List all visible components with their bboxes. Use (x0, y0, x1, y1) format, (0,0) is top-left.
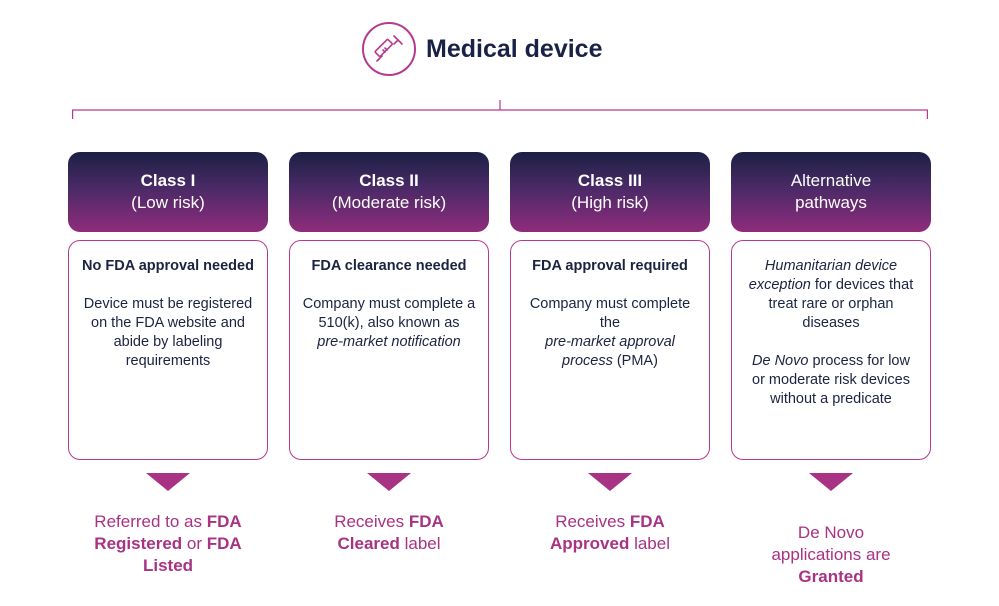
header-title: Class II (359, 171, 419, 190)
card-body-italic: pre-market approval process (545, 334, 675, 369)
result-emphasis: FDA Registered (94, 512, 242, 553)
triangle-down-icon (809, 473, 853, 491)
card-body: Company must complete the pre-market app… (523, 295, 697, 371)
column-card: Humanitarian device exception for device… (731, 240, 931, 460)
card-body-italic: pre-market notification (317, 334, 461, 350)
card-body-tail: (PMA) (612, 353, 658, 369)
header-subtitle: (Moderate risk) (331, 193, 447, 212)
column-class-3: Class III (High risk) FDA approval requi… (510, 152, 710, 460)
bracket-connector (72, 100, 928, 119)
card-body-text: process for low or moderate risk devices… (752, 353, 910, 407)
card-heading: No FDA approval needed (82, 258, 254, 274)
triangle-down-icon (367, 473, 411, 491)
column-card: FDA clearance needed Company must comple… (289, 240, 489, 460)
card-paragraph-2: De Novo process for low or moderate risk… (744, 352, 918, 409)
header-subtitle: pathways (795, 193, 867, 212)
header-title: Class I (140, 171, 196, 190)
result-emphasis: FDA Listed (142, 534, 242, 575)
header-title: Alternative (790, 171, 872, 190)
column-class-1: Class I (Low risk) No FDA approval neede… (68, 152, 268, 460)
column-card: FDA approval required Company must compl… (510, 240, 710, 460)
result-emphasis: FDA Cleared (337, 512, 444, 553)
card-body-text: Company must complete a 510(k), also kno… (302, 296, 476, 331)
card-paragraph-1: Humanitarian device exception for device… (744, 257, 918, 333)
syringe-icon (362, 22, 416, 76)
card-heading: FDA approval required (532, 258, 688, 274)
card-heading: FDA clearance needed (311, 258, 467, 274)
header-subtitle: (Low risk) (131, 193, 205, 212)
column-header: Class III (High risk) (510, 152, 710, 232)
result-class-1: Referred to as FDA Registered or FDA Lis… (94, 512, 242, 575)
result-class-2: Receives FDA Cleared label (334, 512, 444, 553)
column-header: Alternative pathways (731, 152, 931, 232)
card-body: Company must complete a 510(k), also kno… (302, 295, 476, 352)
card-body-text: Company must complete the (529, 296, 691, 331)
result-alternative: De Novo applications are Granted (771, 523, 891, 586)
page-title: Medical device (426, 34, 603, 63)
card-body: Device must be registered on the FDA web… (83, 296, 253, 369)
card-body-text: for devices that treat rare or orphan di… (768, 277, 914, 331)
column-card: No FDA approval needed Device must be re… (68, 240, 268, 460)
card-italic-term: De Novo (752, 353, 809, 369)
column-header: Class II (Moderate risk) (289, 152, 489, 232)
result-emphasis: FDA Approved (550, 512, 665, 553)
card-italic-term: Humanitarian device exception (748, 258, 898, 293)
column-class-2: Class II (Moderate risk) FDA clearance n… (289, 152, 489, 460)
header-subtitle: (High risk) (571, 193, 649, 212)
header-title: Class III (577, 171, 643, 190)
result-emphasis: Granted (798, 567, 864, 586)
triangle-down-icon (146, 473, 190, 491)
column-header: Class I (Low risk) (68, 152, 268, 232)
triangle-down-icon (588, 473, 632, 491)
diagram-title: Medical device (362, 21, 602, 77)
column-alternative: Alternative pathways Humanitarian device… (731, 152, 931, 460)
result-class-3: Receives FDA Approved label (550, 512, 670, 553)
